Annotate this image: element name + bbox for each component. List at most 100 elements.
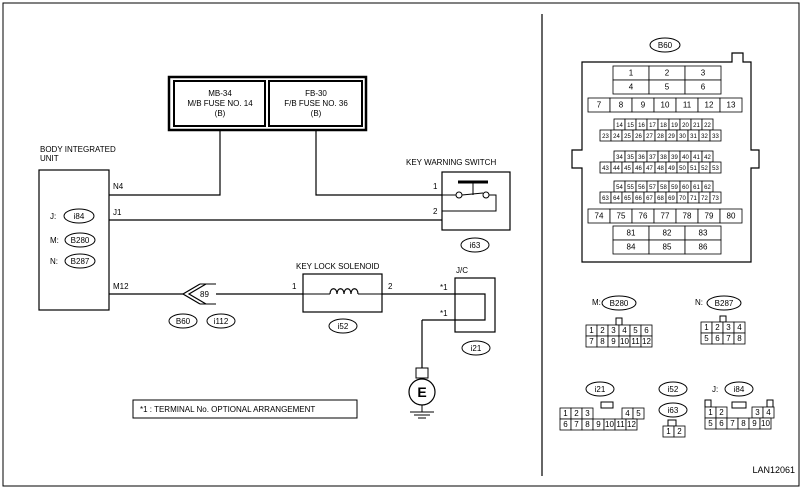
b60-pin-61: 61 [693, 185, 700, 191]
i84-pin-2: 2 [719, 408, 724, 417]
key-lock-solenoid: KEY LOCK SOLENOID 1 2 i52 [292, 262, 393, 334]
b280-pin-4: 4 [622, 326, 627, 335]
i21-pin-9: 9 [596, 420, 601, 429]
b60-pin-56: 56 [638, 185, 645, 191]
b60-pin-85: 85 [663, 243, 672, 252]
inline-connector: 89 B60 i112 [168, 283, 236, 329]
conn-label-n: N: [50, 257, 58, 266]
b60-pin-32: 32 [701, 134, 708, 140]
solenoid-pin2: 2 [388, 282, 393, 291]
b60-pin-28: 28 [657, 134, 664, 140]
b60-pin-14: 14 [616, 123, 623, 129]
ground-symbol: E [408, 367, 436, 419]
b280-pin-3: 3 [611, 326, 616, 335]
b60-pin-54: 54 [616, 185, 623, 191]
terminal-note: *1 : TERMINAL No. OPTIONAL ARRANGEMENT [132, 399, 358, 419]
inline-pin: 89 [200, 290, 209, 299]
b60-pin-43: 43 [602, 166, 609, 172]
b280-prefix: M: [592, 298, 601, 307]
b280-pin-9: 9 [611, 337, 616, 346]
key-warning-switch-label: KEY WARNING SWITCH [406, 158, 496, 167]
terminal-note-text: *1 : TERMINAL No. OPTIONAL ARRANGEMENT [140, 405, 315, 414]
b60-pin-34: 34 [616, 155, 623, 161]
solenoid-label: KEY LOCK SOLENOID [296, 262, 380, 271]
b60-cell-73 [709, 191, 722, 204]
i84-pin-1: 1 [708, 408, 713, 417]
b60-cell-53 [709, 161, 722, 174]
fuse-box: MB-34 M/B FUSE NO. 14 (B) FB-30 F/B FUSE… [167, 75, 368, 132]
solenoid-pin1: 1 [292, 282, 297, 291]
fuse-mb34-sub: (B) [215, 109, 226, 118]
i52-cell-2 [673, 425, 686, 438]
jc-pin-b: *1 [440, 309, 448, 318]
b60-pin-12: 12 [705, 101, 714, 110]
b60-pin-27: 27 [646, 134, 653, 140]
b60-pin-62: 62 [704, 185, 711, 191]
i84-pin-3: 3 [755, 408, 760, 417]
wires [109, 130, 455, 368]
b60-pin-70: 70 [679, 196, 686, 202]
kws-connector: i63 [470, 241, 481, 250]
b60-cell-33 [709, 129, 722, 142]
conn-label-j: J: [50, 212, 56, 221]
b60-pin-75: 75 [617, 212, 626, 221]
b60-pin-4: 4 [629, 83, 634, 92]
i21-pin-4: 4 [625, 409, 630, 418]
b60-pin-78: 78 [683, 212, 692, 221]
i21-pin-8: 8 [585, 420, 590, 429]
b60-pin-8: 8 [619, 101, 624, 110]
i21-code: i21 [595, 385, 606, 394]
b287-pin-8: 8 [737, 334, 742, 343]
b280-pin-11: 11 [631, 337, 640, 346]
b60-pin-71: 71 [690, 196, 697, 202]
pin-m12: M12 [113, 282, 129, 291]
b60-pin-77: 77 [661, 212, 670, 221]
i84-pin-8: 8 [741, 419, 746, 428]
b60-pin-50: 50 [679, 166, 686, 172]
b60-cell-13 [719, 97, 743, 113]
i21-pin-11: 11 [616, 420, 625, 429]
jc-label: J/C [456, 266, 468, 275]
fuse-fb30-name: FB-30 [305, 89, 327, 98]
i21-cell-5 [632, 407, 645, 420]
b60-pin-80: 80 [727, 212, 736, 221]
i84-pin-7: 7 [730, 419, 735, 428]
b60-pin-39: 39 [671, 155, 678, 161]
b60-code: B60 [658, 41, 673, 50]
b60-pin-42: 42 [704, 155, 711, 161]
body-unit-title-1: BODY INTEGRATED [40, 145, 116, 154]
b60-pin-86: 86 [699, 243, 708, 252]
pin-j1: J1 [113, 208, 122, 217]
b60-pin-17: 17 [649, 123, 656, 129]
b60-pin-76: 76 [639, 212, 648, 221]
b287-pin-4: 4 [737, 323, 742, 332]
i52-code: i52 [668, 385, 679, 394]
i84-code: i84 [734, 385, 745, 394]
b60-pin-55: 55 [627, 185, 634, 191]
i84-pin-10: 10 [761, 419, 770, 428]
i84-prefix: J: [712, 385, 718, 394]
b60-pin-25: 25 [624, 134, 631, 140]
b60-pin-82: 82 [663, 229, 672, 238]
pin-n4: N4 [113, 182, 124, 191]
b60-pin-36: 36 [638, 155, 645, 161]
b60-pin-83: 83 [699, 229, 708, 238]
b60-pin-84: 84 [627, 243, 636, 252]
b60-pin-5: 5 [665, 83, 670, 92]
b280-pin-10: 10 [620, 337, 629, 346]
b60-pin-3: 3 [701, 69, 706, 78]
i21-pin-6: 6 [563, 420, 568, 429]
b60-pin-69: 69 [668, 196, 675, 202]
key-warning-switch: KEY WARNING SWITCH 1 2 i63 [406, 158, 511, 253]
b287-pin-2: 2 [715, 323, 720, 332]
fuse-fb30-desc: F/B FUSE NO. 36 [284, 99, 348, 108]
b287-pin-5: 5 [704, 334, 709, 343]
b60-pin-49: 49 [668, 166, 675, 172]
i21-pin-2: 2 [574, 409, 579, 418]
inline-code-i112: i112 [214, 317, 229, 326]
b60-pin-37: 37 [649, 155, 656, 161]
